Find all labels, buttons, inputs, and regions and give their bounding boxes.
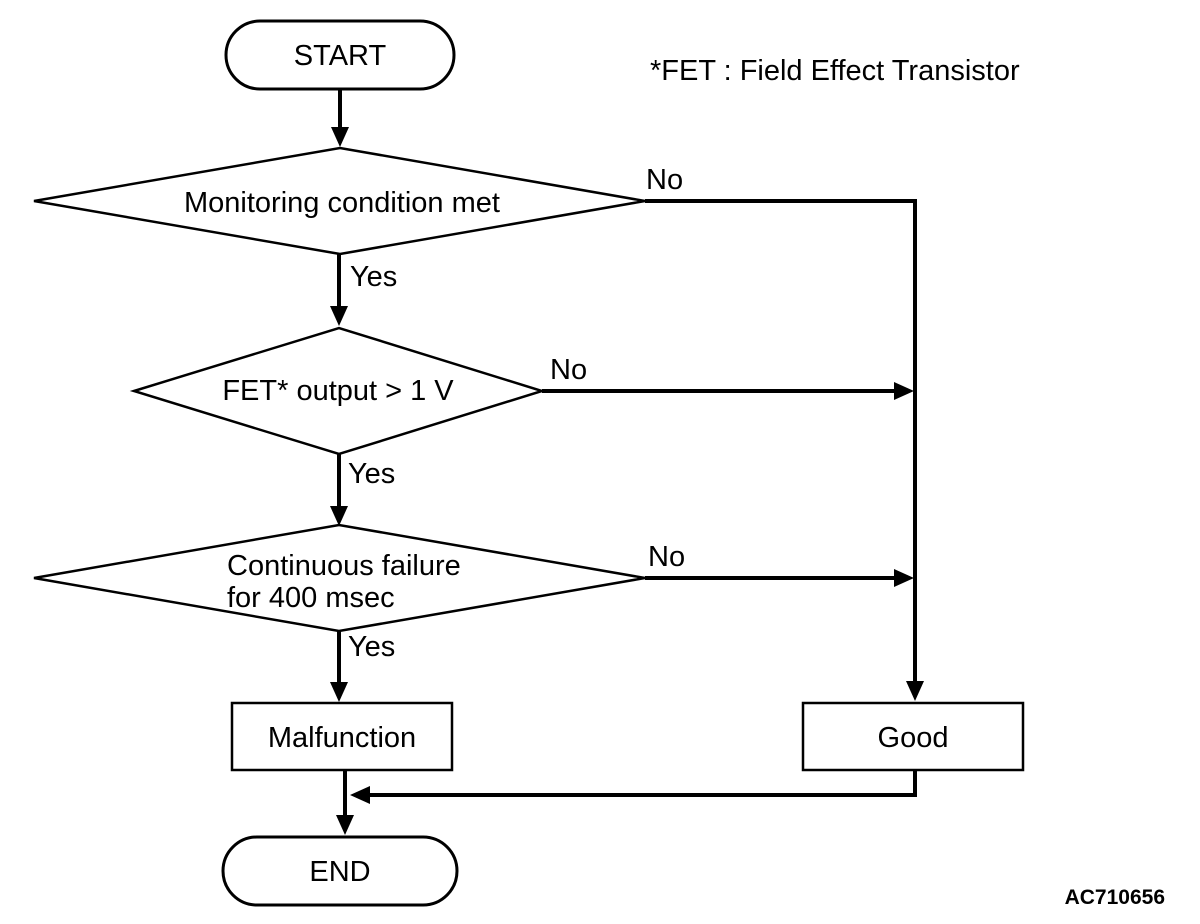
decision2-label: FET* output > 1 V bbox=[222, 375, 454, 407]
edge-decision3-yes-to-malfunction bbox=[330, 631, 348, 702]
arrowhead-down-icon bbox=[330, 682, 348, 702]
edge-decision3-no-to-goodline bbox=[645, 569, 914, 587]
node-good: Good bbox=[801, 701, 1025, 772]
arrowhead-down-icon bbox=[330, 506, 348, 526]
end-label: END bbox=[309, 856, 370, 888]
node-decision-monitoring-condition: Monitoring condition met bbox=[33, 146, 646, 256]
arrowhead-right-icon bbox=[894, 569, 914, 587]
edge-decision2-no-to-goodline bbox=[542, 382, 914, 400]
decision2-no-label: No bbox=[550, 354, 587, 386]
decision1-yes-label: Yes bbox=[350, 261, 397, 293]
arrowhead-down-icon bbox=[906, 681, 924, 701]
start-label: START bbox=[294, 40, 387, 72]
arrowhead-down-icon bbox=[336, 815, 354, 835]
edge-start-to-decision1 bbox=[331, 89, 349, 147]
node-decision-continuous-failure: Continuous failure for 400 msec bbox=[33, 523, 646, 633]
figure-code: AC710656 bbox=[1065, 886, 1165, 909]
node-decision-fet-output: FET* output > 1 V bbox=[129, 326, 547, 456]
decision3-yes-label: Yes bbox=[348, 631, 395, 663]
arrowhead-down-icon bbox=[331, 127, 349, 147]
arrowhead-down-icon bbox=[330, 306, 348, 326]
decision1-no-label: No bbox=[646, 164, 683, 196]
edge-decision1-no-to-good bbox=[645, 199, 924, 701]
decision1-label: Monitoring condition met bbox=[184, 187, 500, 219]
node-start: START bbox=[224, 19, 456, 91]
decision2-yes-label: Yes bbox=[348, 458, 395, 490]
edge-decision1-yes-to-decision2 bbox=[330, 254, 348, 326]
decision3-label-line1: Continuous failure bbox=[227, 550, 461, 582]
node-malfunction: Malfunction bbox=[230, 701, 454, 772]
good-label: Good bbox=[878, 722, 949, 754]
malfunction-label: Malfunction bbox=[268, 722, 416, 754]
edge-good-to-endline bbox=[350, 770, 917, 804]
fet-annotation: *FET : Field Effect Transistor bbox=[650, 55, 1020, 87]
node-end: END bbox=[221, 835, 459, 907]
decision3-label-line2: for 400 msec bbox=[227, 582, 395, 614]
arrowhead-left-icon bbox=[350, 786, 370, 804]
arrowhead-right-icon bbox=[894, 382, 914, 400]
decision3-no-label: No bbox=[648, 541, 685, 573]
edge-malfunction-to-end bbox=[336, 770, 354, 835]
edge-decision2-yes-to-decision3 bbox=[330, 454, 348, 526]
